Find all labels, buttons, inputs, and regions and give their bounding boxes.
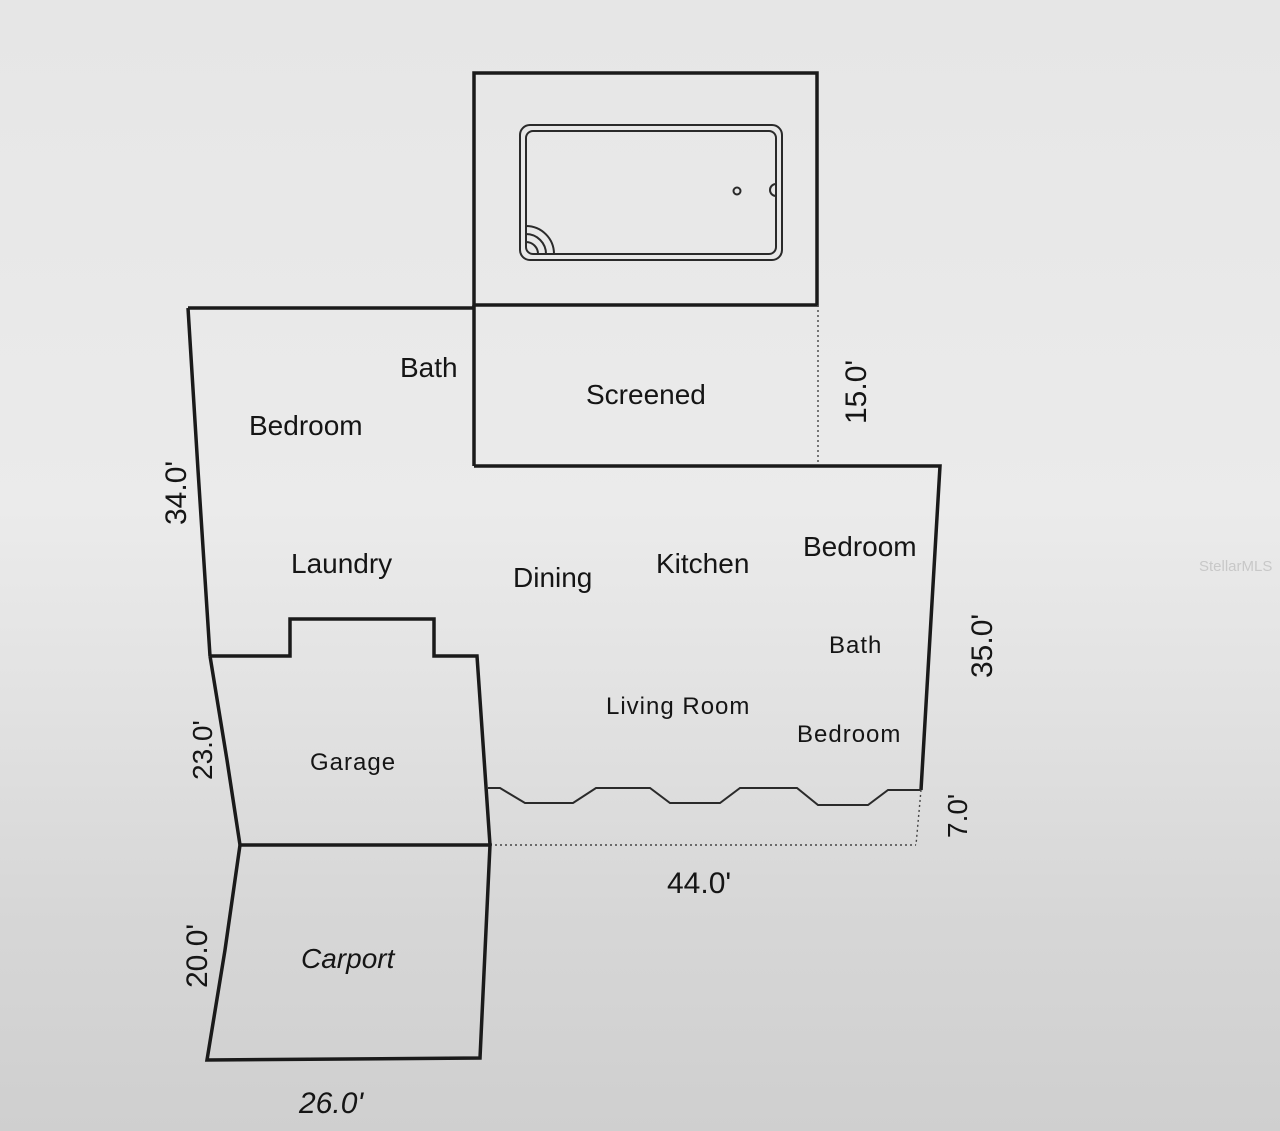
dim-garage-depth: 23.0' [187, 720, 218, 780]
carport-outline [204, 843, 492, 1062]
pool-enclosure [472, 71, 819, 307]
pool [519, 124, 783, 261]
garage-wall [210, 617, 492, 846]
dim-carport-depth: 20.0' [181, 924, 214, 988]
label-laundry: Laundry [291, 548, 392, 579]
label-bedroom-right: Bedroom [803, 531, 917, 562]
pool-steps [525, 225, 555, 255]
dim-house-width: 44.0' [667, 867, 731, 900]
dim-carport-width: 26.0' [298, 1087, 364, 1120]
dim-left-upper: 34.0' [160, 461, 193, 525]
label-screened: Screened [586, 379, 706, 410]
dim-right-side: 35.0' [966, 614, 999, 678]
house-outline [186, 306, 942, 791]
dim-porch-depth: 7.0' [942, 794, 973, 838]
label-carport: Carport [301, 943, 396, 974]
label-bedroom-left: Bedroom [249, 410, 363, 441]
label-garage: Garage [310, 749, 396, 776]
dim-screened-depth: 15.0' [840, 360, 873, 424]
label-bedroom-lower: Bedroom [797, 721, 901, 748]
front-porch-edge [488, 787, 921, 806]
label-kitchen: Kitchen [656, 548, 749, 579]
label-dining: Dining [513, 562, 592, 593]
watermark: StellarMLS [1199, 558, 1272, 575]
label-living-room: Living Room [606, 693, 750, 720]
label-bath-top: Bath [400, 352, 458, 383]
pool-drain-icon [732, 186, 742, 196]
label-bath-right: Bath [829, 632, 882, 659]
